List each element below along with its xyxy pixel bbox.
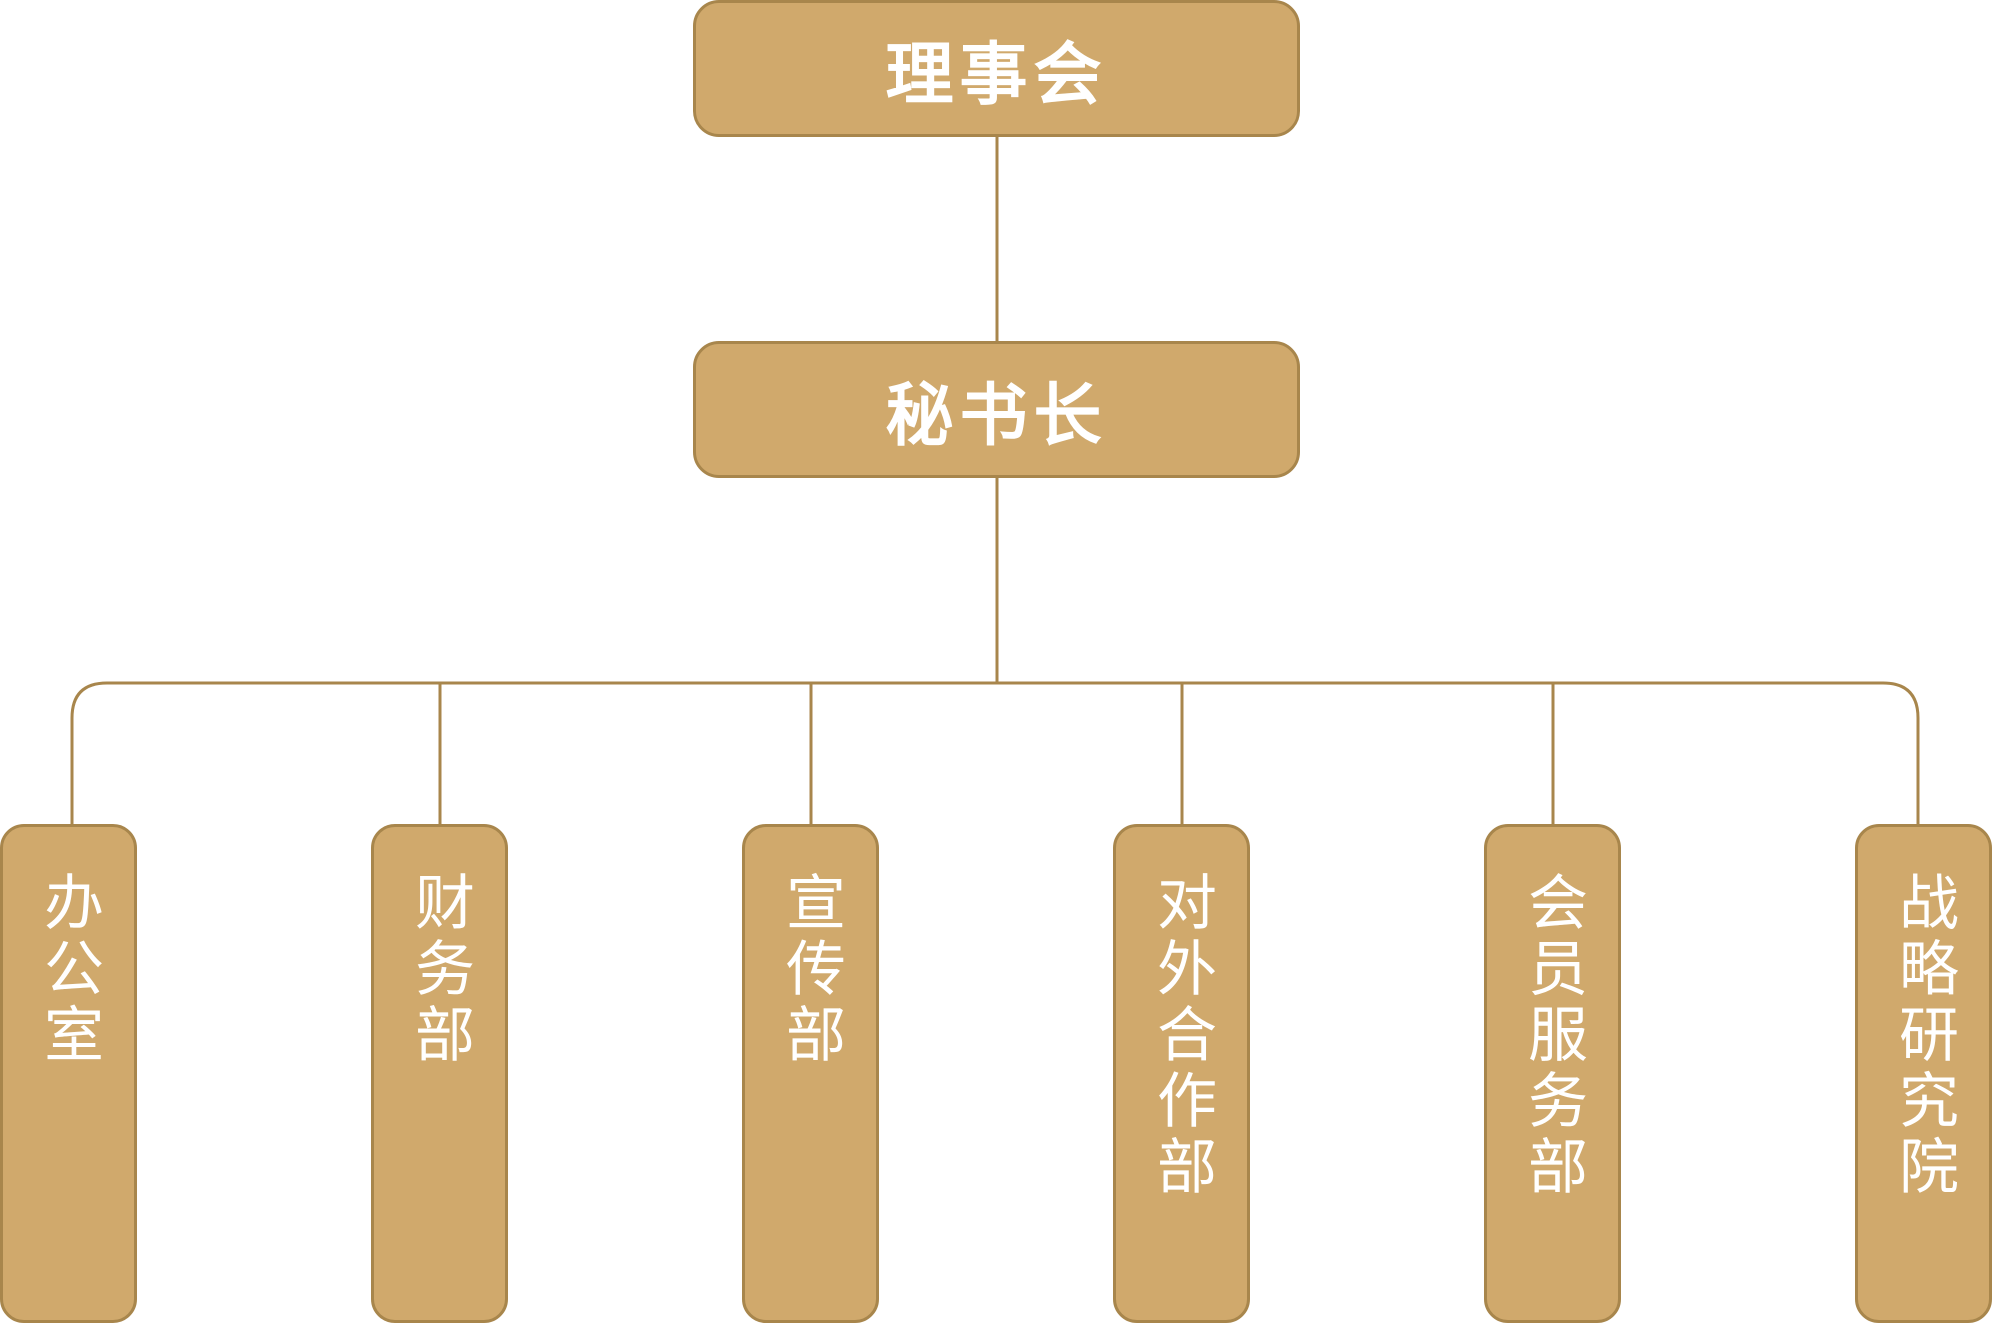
- secretary-general-label: 秘书长: [885, 377, 1108, 456]
- department-label: 宣传部: [775, 871, 846, 1069]
- department-node-strategy-institute: 战略研究院: [1855, 824, 1992, 1323]
- board-label: 理事会: [885, 36, 1108, 115]
- secretary-general-node: 秘书长: [693, 341, 1300, 478]
- department-label: 会员服务部: [1517, 871, 1588, 1201]
- department-bus-line: [70, 681, 1920, 824]
- department-label: 战略研究院: [1888, 871, 1959, 1201]
- department-node-office: 办公室: [0, 824, 137, 1323]
- department-node-external-cooperation: 对外合作部: [1113, 824, 1250, 1323]
- department-node-member-services: 会员服务部: [1484, 824, 1621, 1323]
- department-label: 办公室: [33, 871, 104, 1069]
- department-node-finance: 财务部: [371, 824, 508, 1323]
- department-label: 对外合作部: [1146, 871, 1217, 1201]
- board-node: 理事会: [693, 0, 1300, 137]
- department-label: 财务部: [404, 871, 475, 1069]
- department-node-publicity: 宣传部: [742, 824, 879, 1323]
